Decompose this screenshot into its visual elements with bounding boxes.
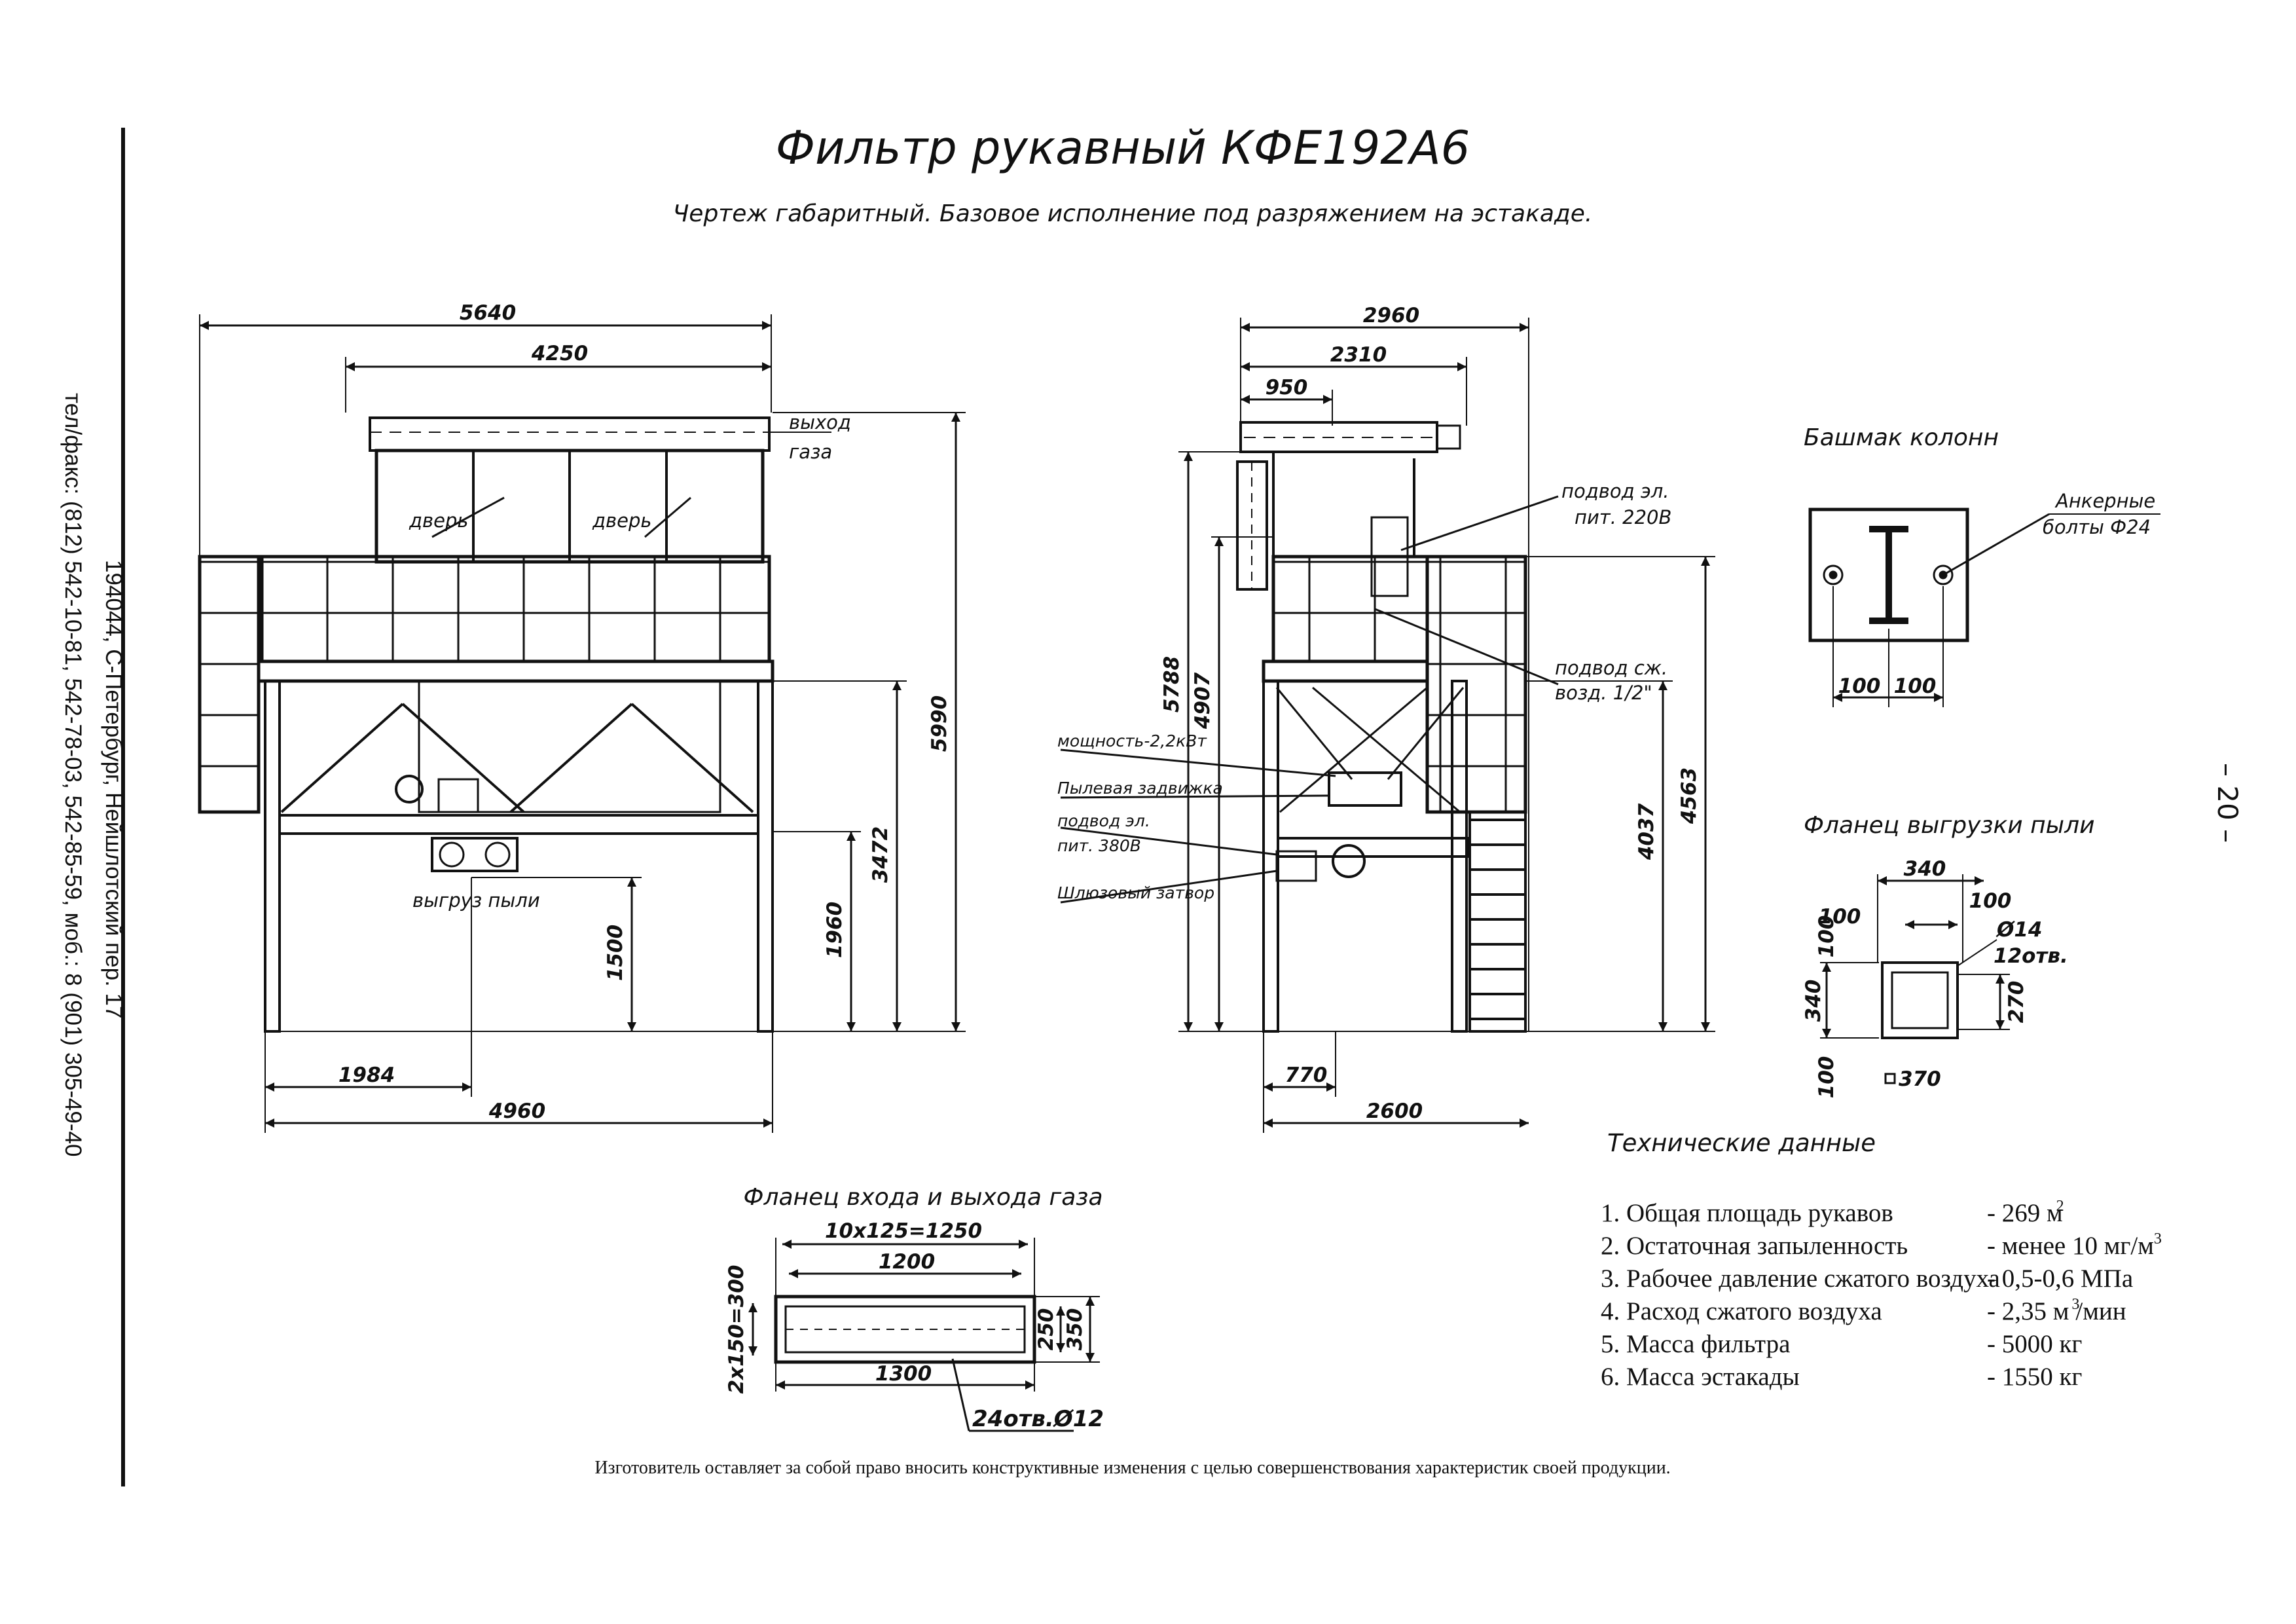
gas-flange-title: Фланец входа и выхода газа xyxy=(743,1184,1102,1211)
df-dim-bottom: 370 xyxy=(1899,1067,1941,1091)
column-shoe-title: Башмак колонн xyxy=(1804,424,1999,451)
footer-note: Изготовитель оставляет за собой право вн… xyxy=(594,1458,1670,1478)
label-door-right: дверь xyxy=(592,509,651,532)
gas-flange xyxy=(748,1238,1100,1432)
tech-row-6-label: 6. Масса эстакады xyxy=(1601,1363,1800,1391)
dim-4960: 4960 xyxy=(488,1099,545,1123)
df-dim-left-mid: 340 xyxy=(1802,980,1825,1022)
gf-outer-height: 350 xyxy=(1063,1308,1087,1351)
df-dim-top-right: 100 xyxy=(1969,889,2012,913)
dim-2310: 2310 xyxy=(1330,343,1387,367)
dust-flange xyxy=(1820,874,2010,1084)
contact-block: 194044, С-Петербург, Нейшлотский пер. 17… xyxy=(60,393,126,1156)
tech-heading: Технические данные xyxy=(1607,1129,1876,1157)
column-shoe-text: Башмак колонн Анкерные болты Ф24 100 100 xyxy=(1804,424,2155,698)
dim-1984: 1984 xyxy=(338,1063,395,1087)
df-dim-left-bottom: 100 xyxy=(1815,1056,1838,1099)
gf-pitch: 10х125=1250 xyxy=(825,1219,982,1243)
label-gas-outlet-2: газа xyxy=(789,441,832,463)
anchor-label-2: болты Ф24 xyxy=(2043,516,2151,538)
dust-flange-text: Фланец выгрузки пыли 340 100 100 100 340… xyxy=(1802,812,2095,1098)
tech-row-5-value: - 5000 кг xyxy=(1987,1330,2082,1358)
dim-4563: 4563 xyxy=(1677,767,1701,824)
tech-row-4-label: 4. Расход сжатого воздуха xyxy=(1601,1297,1882,1325)
tech-row-1-label: 1. Общая площадь рукавов xyxy=(1601,1199,1893,1227)
gf-outer-width: 1300 xyxy=(875,1362,932,1386)
shoe-dim-right: 100 xyxy=(1894,674,1937,698)
anchor-label-1: Анкерные xyxy=(2054,490,2155,512)
label-dust-gate: Пылевая задвижка xyxy=(1057,779,1223,798)
shoe-dim-left: 100 xyxy=(1838,674,1881,698)
tech-row-1-value: - 269 м2 xyxy=(1987,1198,2064,1227)
label-power-rating: мощность-2,2кВт xyxy=(1057,731,1207,750)
tech-row-3-label: 3. Рабочее давление сжатого воздуха xyxy=(1601,1264,2000,1293)
tech-row-5-label: 5. Масса фильтра xyxy=(1601,1330,1790,1358)
dim-770: 770 xyxy=(1285,1063,1328,1087)
dim-1500: 1500 xyxy=(604,925,627,981)
label-power-380-1: подвод эл. xyxy=(1057,811,1150,830)
label-dust-outlet: выгруз пыли xyxy=(412,889,540,912)
page-number: – 20 – xyxy=(2212,763,2244,843)
df-hole-count: 12отв. xyxy=(1994,944,2068,968)
gf-inner-width: 1200 xyxy=(879,1250,935,1274)
tech-row-6-value: - 1550 кг xyxy=(1987,1363,2082,1391)
df-hole-size: Ø14 xyxy=(1995,918,2043,942)
df-dim-top: 340 xyxy=(1904,857,1946,881)
df-dim-right: 270 xyxy=(2005,981,2028,1024)
label-air-2: возд. 1/2" xyxy=(1555,682,1652,704)
tech-data: Технические данные 1. Общая площадь рука… xyxy=(1601,1129,2162,1391)
gf-holes: 24отв.Ø12 xyxy=(972,1406,1104,1432)
dim-4907: 4907 xyxy=(1191,672,1214,729)
dim-2600: 2600 xyxy=(1366,1099,1423,1123)
label-gas-outlet-1: выход xyxy=(789,411,851,434)
gas-flange-text: Фланец входа и выхода газа 10х125=1250 1… xyxy=(725,1184,1104,1432)
contact-phones: тел/факс: (812) 542-10-81, 542-78-03, 54… xyxy=(60,393,86,1156)
df-dim-inner: 100 xyxy=(1819,905,1861,929)
label-power-220-2: пит. 220В xyxy=(1575,506,1671,528)
dim-4037: 4037 xyxy=(1635,803,1658,860)
front-view-text: 5640 4250 1984 4960 5990 3472 1960 1500 … xyxy=(338,301,951,1123)
label-door-left: дверь xyxy=(409,509,468,532)
contact-address: 194044, С-Петербург, Нейшлотский пер. 17 xyxy=(101,560,126,1018)
side-view xyxy=(1060,318,1715,1133)
tech-row-2-value: - менее 10 мг/м3 xyxy=(1987,1230,2162,1260)
gf-pitch-vertical: 2х150=300 xyxy=(725,1265,748,1394)
page-subtitle: Чертеж габаритный. Базовое исполнение по… xyxy=(673,200,1593,227)
dim-950: 950 xyxy=(1266,376,1308,399)
front-view xyxy=(198,314,966,1133)
label-airlock: Шлюзовый затвор xyxy=(1057,883,1214,902)
dim-3472: 3472 xyxy=(869,826,892,883)
tech-row-3-value: - 0,5-0,6 МПа xyxy=(1987,1264,2133,1293)
label-power-220-1: подвод эл. xyxy=(1561,480,1669,502)
dim-5990: 5990 xyxy=(928,695,951,752)
df-dim-left-top: 100 xyxy=(1815,915,1838,958)
dim-5640: 5640 xyxy=(460,301,516,325)
dim-1960: 1960 xyxy=(823,902,847,958)
label-power-380-2: пит. 380В xyxy=(1057,836,1141,855)
dust-flange-title: Фланец выгрузки пыли xyxy=(1804,812,2095,839)
page-title: Фильтр рукавный КФЕ192А6 xyxy=(776,121,1470,175)
side-view-text: 2960 2310 950 770 2600 5788 4907 4037 45… xyxy=(1057,304,1701,1123)
label-air-1: подвод сж. xyxy=(1555,657,1667,679)
gf-inner-height: 250 xyxy=(1034,1308,1058,1351)
dim-4250: 4250 xyxy=(531,342,588,365)
dim-5788: 5788 xyxy=(1160,656,1184,712)
column-shoe xyxy=(1808,507,2160,707)
dim-2960: 2960 xyxy=(1363,304,1419,327)
tech-row-2-label: 2. Остаточная запыленность xyxy=(1601,1232,1908,1260)
